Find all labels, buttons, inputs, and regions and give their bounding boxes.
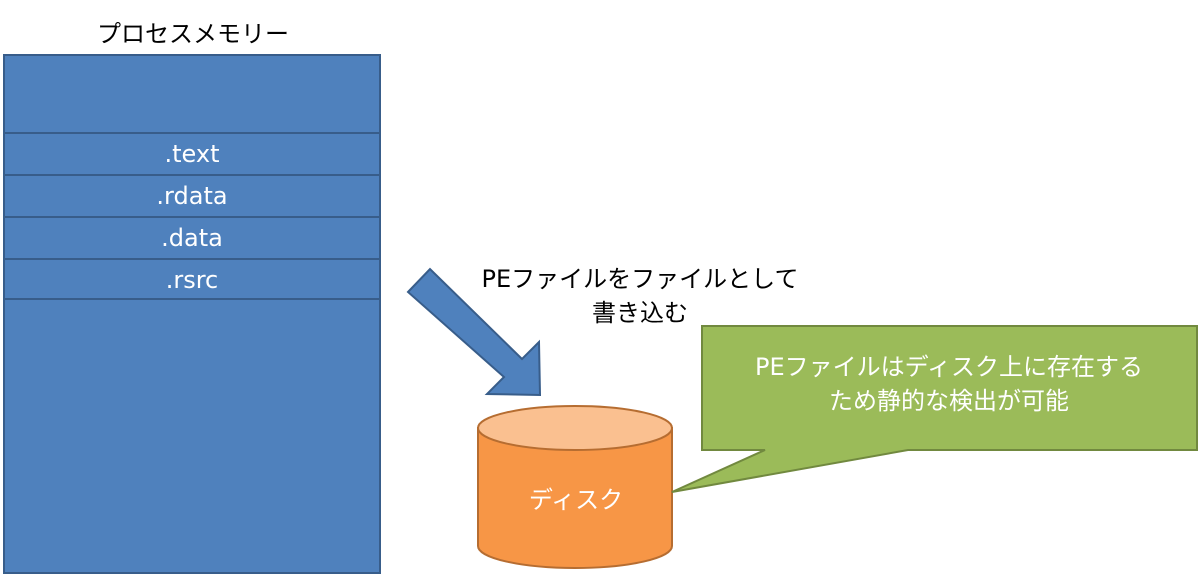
callout-text: PEファイルはディスク上に存在する ため静的な検出が可能 [702, 350, 1196, 418]
disk-label: ディスク [528, 486, 624, 514]
write-arrow-label: PEファイルをファイルとして 書き込む [450, 262, 830, 330]
section-rsrc: .rsrc [5, 258, 379, 300]
section-rdata: .rdata [5, 174, 379, 216]
section-data: .data [5, 216, 379, 258]
callout-line1: PEファイルはディスク上に存在する [755, 353, 1143, 381]
callout-line2: ため静的な検出が可能 [829, 387, 1069, 415]
process-memory-title: プロセスメモリー [97, 20, 289, 48]
process-memory-block: .text .rdata .data .rsrc [3, 54, 381, 574]
section-text: .text [5, 132, 379, 174]
disk-cylinder-icon [477, 405, 673, 569]
write-arrow-icon [406, 267, 542, 397]
callout-bubble [671, 325, 1198, 493]
write-arrow-label-line2: 書き込む [592, 299, 688, 327]
write-arrow-label-line1: PEファイルをファイルとして [481, 265, 799, 293]
